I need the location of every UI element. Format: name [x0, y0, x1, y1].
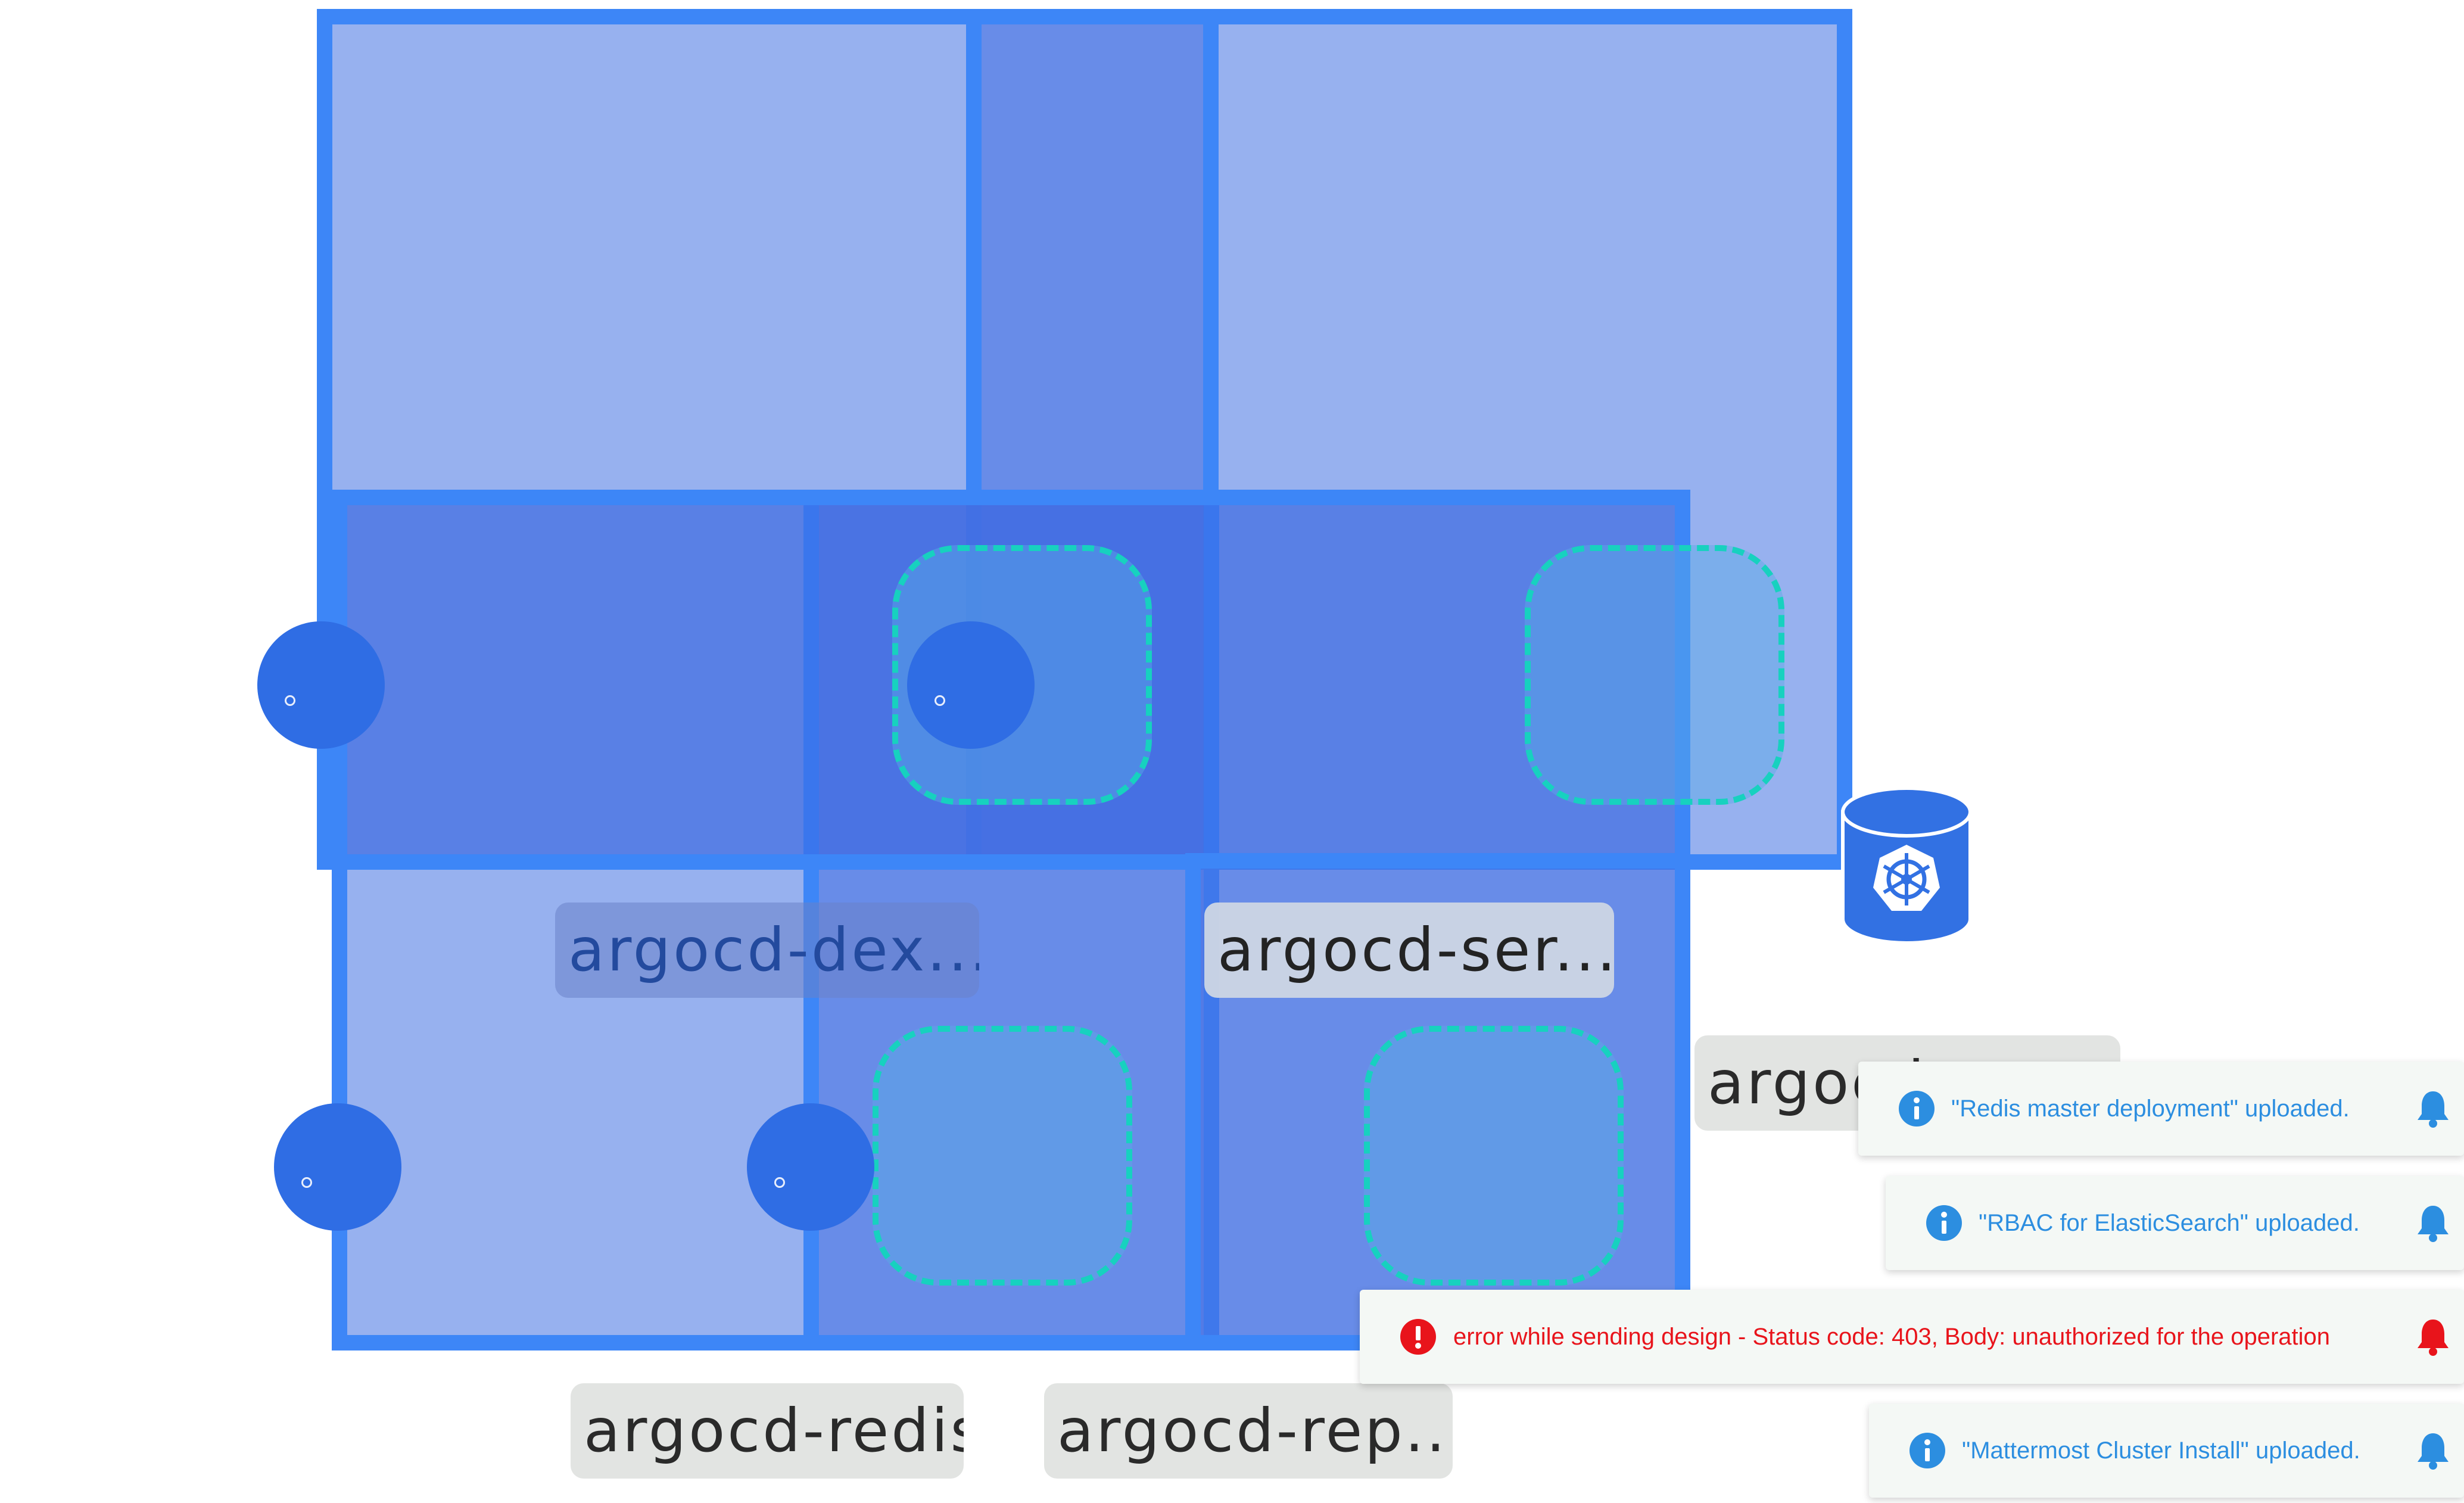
notification-message: "Redis master deployment" uploaded.: [1951, 1096, 2350, 1122]
node-label-argocd-repo[interactable]: argocd-rep...: [1044, 1383, 1453, 1479]
server-container-shape[interactable]: [1525, 545, 1784, 805]
port-dot-icon: [285, 695, 295, 706]
info-circle-icon: [1909, 1433, 1945, 1468]
info-circle-icon: [1899, 1091, 1935, 1127]
notification-toast[interactable]: "Redis master deployment" uploaded.: [1858, 1062, 2464, 1156]
node-label-argocd-dex[interactable]: argocd-dex...: [555, 903, 979, 998]
port-dot-icon: [774, 1177, 785, 1188]
bell-icon[interactable]: [2415, 1317, 2451, 1356]
kubernetes-database-icon[interactable]: [1839, 785, 1974, 946]
redis-container-shape[interactable]: [873, 1026, 1132, 1286]
bell-icon[interactable]: [2415, 1203, 2451, 1243]
connection-port[interactable]: [274, 1103, 401, 1231]
bell-icon[interactable]: [2415, 1089, 2451, 1128]
connection-port[interactable]: [257, 621, 385, 749]
node-label-argocd-server[interactable]: argocd-ser...: [1204, 903, 1614, 998]
notification-toast[interactable]: "Mattermost Cluster Install" uploaded.: [1869, 1404, 2464, 1498]
connection-port[interactable]: [907, 621, 1035, 749]
error-circle-icon: [1400, 1319, 1436, 1355]
bell-icon[interactable]: [2415, 1431, 2451, 1470]
notification-message: error while sending design - Status code…: [1453, 1324, 2331, 1350]
notification-toast-error[interactable]: error while sending design - Status code…: [1360, 1290, 2464, 1384]
notification-toast[interactable]: "RBAC for ElasticSearch" uploaded.: [1886, 1176, 2464, 1270]
connection-port[interactable]: [747, 1103, 874, 1231]
node-label-argocd-redis[interactable]: argocd-redis: [571, 1383, 964, 1479]
info-circle-icon: [1926, 1205, 1962, 1241]
repo-container-shape[interactable]: [1364, 1026, 1624, 1286]
notification-message: "Mattermost Cluster Install" uploaded.: [1962, 1437, 2360, 1464]
port-dot-icon: [301, 1177, 312, 1188]
port-dot-icon: [934, 695, 945, 706]
notification-message: "RBAC for ElasticSearch" uploaded.: [1979, 1210, 2360, 1236]
